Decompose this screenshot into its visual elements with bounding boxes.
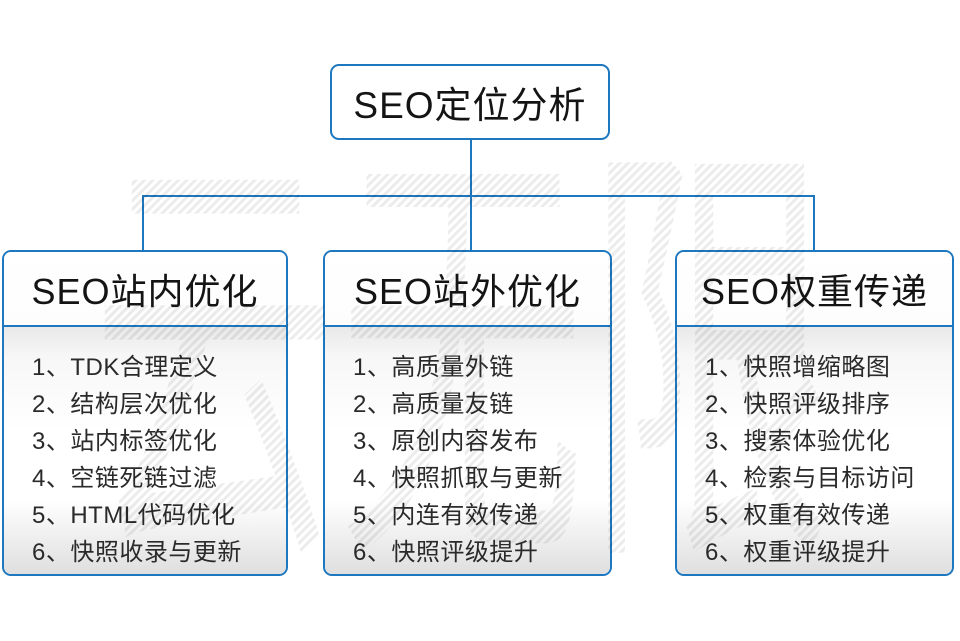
- list-item: 3、搜索体验优化: [705, 428, 891, 455]
- node-seo-weight: SEO权重传递 1、快照增缩略图 2、快照评级排序 3、搜索体验优化 4、检索与…: [675, 250, 954, 576]
- list-item: 5、内连有效传递: [353, 502, 539, 529]
- list-item: 6、快照评级提升: [353, 539, 539, 566]
- list-item: 5、HTML代码优化: [32, 502, 236, 529]
- node-seo-offsite: SEO站外优化 1、高质量外链 2、高质量友链 3、原创内容发布 4、快照抓取与…: [323, 250, 612, 576]
- list-item: 5、权重有效传递: [705, 502, 891, 529]
- list-item: 1、高质量外链: [353, 354, 514, 381]
- column-header: SEO站内优化: [4, 252, 286, 327]
- list-item: 6、快照收录与更新: [32, 539, 242, 566]
- column-title: SEO权重传递: [700, 270, 929, 312]
- column-body: 1、高质量外链 2、高质量友链 3、原创内容发布 4、快照抓取与更新 5、内连有…: [325, 327, 610, 574]
- list-item: 4、检索与目标访问: [705, 465, 915, 492]
- list-item: 2、高质量友链: [353, 391, 514, 418]
- list-item: 2、快照评级排序: [705, 391, 891, 418]
- column-title: SEO站内优化: [31, 270, 259, 312]
- list-item: 1、TDK合理定义: [32, 354, 218, 381]
- list-item: 4、空链死链过滤: [32, 465, 218, 492]
- node-seo-onsite: SEO站内优化 1、TDK合理定义 2、结构层次优化 3、站内标签优化 4、空链…: [2, 250, 288, 576]
- root-node: SEO定位分析: [330, 64, 610, 140]
- list-item: 3、站内标签优化: [32, 428, 218, 455]
- list-item: 3、原创内容发布: [353, 428, 539, 455]
- list-item: 4、快照抓取与更新: [353, 465, 563, 492]
- column-body: 1、TDK合理定义 2、结构层次优化 3、站内标签优化 4、空链死链过滤 5、H…: [4, 327, 286, 574]
- root-node-title: SEO定位分析: [353, 85, 587, 126]
- list-item: 2、结构层次优化: [32, 391, 218, 418]
- column-title: SEO站外优化: [353, 270, 582, 312]
- column-header: SEO权重传递: [677, 252, 952, 327]
- list-item: 1、快照增缩略图: [705, 354, 891, 381]
- list-item: 6、权重评级提升: [705, 539, 891, 566]
- column-body: 1、快照增缩略图 2、快照评级排序 3、搜索体验优化 4、检索与目标访问 5、权…: [677, 327, 952, 574]
- column-header: SEO站外优化: [325, 252, 610, 327]
